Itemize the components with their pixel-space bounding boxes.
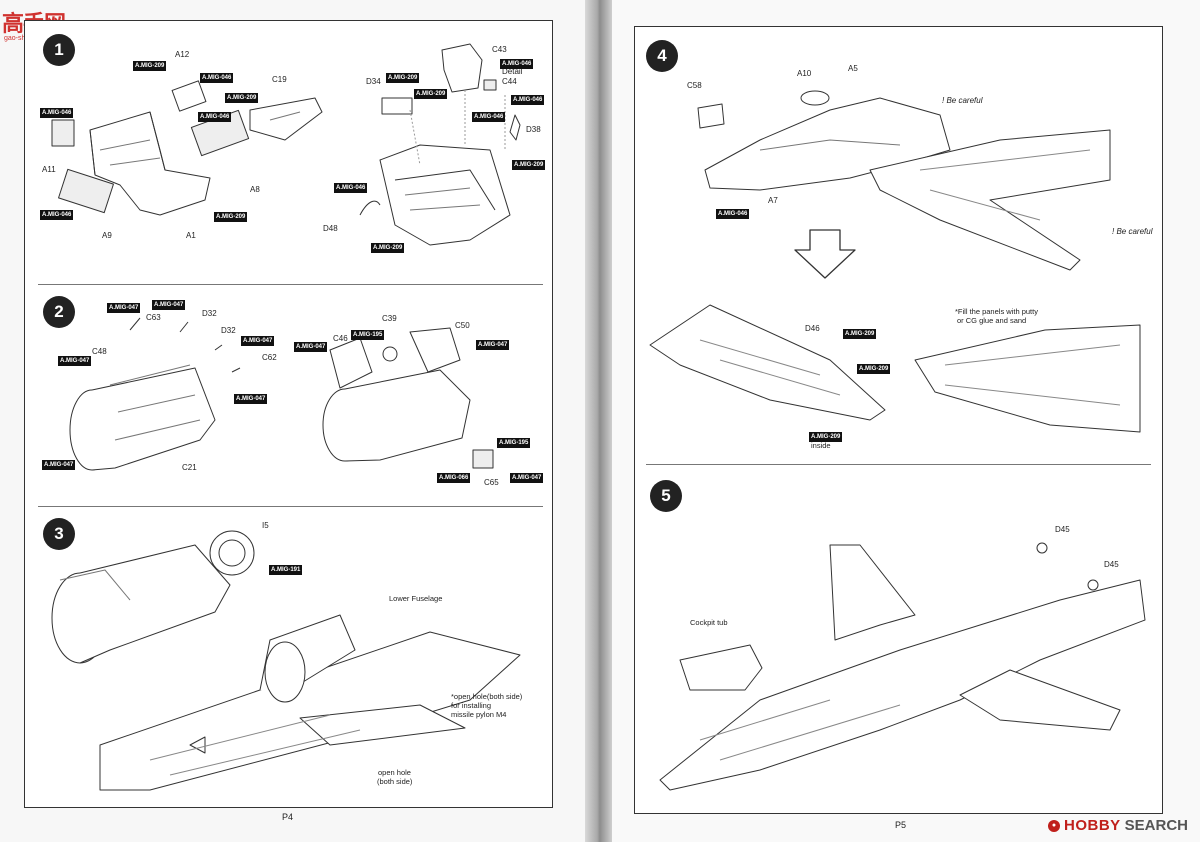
- step4-fuselage-wing-drawing: [649, 90, 1141, 433]
- paint-code-tag: A.MIG-047: [510, 473, 544, 483]
- paint-code-tag: A.MIG-047: [476, 340, 510, 350]
- paint-code-tag: A.MIG-209: [512, 160, 546, 170]
- part-label: A1: [186, 231, 196, 240]
- paint-code-tag: A.MIG-047: [241, 336, 275, 346]
- part-label: A12: [175, 50, 190, 59]
- paint-code-tag: A.MIG-047: [42, 460, 76, 470]
- assembly-note-line: for installing: [451, 701, 492, 710]
- step-number: 1: [43, 34, 75, 66]
- part-label: C63: [146, 313, 161, 322]
- paint-code-tag: A.MIG-047: [58, 356, 92, 366]
- step-number: 4: [646, 40, 678, 72]
- paint-code-tag: A.MIG-209: [857, 364, 891, 374]
- paint-code-tag: A.MIG-046: [472, 112, 506, 122]
- paint-code-tag: A.MIG-046: [500, 59, 534, 69]
- paint-code-tag: A.MIG-047: [294, 342, 328, 352]
- paint-code-tag: A.MIG-046: [716, 209, 750, 219]
- caution-note: ! Be careful: [942, 96, 983, 105]
- assembly-note-line: *open hole(both side): [451, 692, 523, 701]
- part-label: C19: [272, 75, 287, 84]
- part-label: C21: [182, 463, 197, 472]
- part-label: D32: [221, 326, 236, 335]
- part-label: C65: [484, 478, 499, 487]
- paint-code-tag: A.MIG-195: [351, 330, 385, 340]
- paint-code-tag: A.MIG-047: [152, 300, 186, 310]
- step1-cockpit-detail-drawing: [359, 43, 521, 246]
- part-label: A11: [42, 165, 56, 174]
- part-label: A5: [848, 64, 858, 73]
- part-label: D45: [1104, 560, 1119, 569]
- step-divider: [646, 464, 1151, 465]
- watermark-logo-icon: ●: [1047, 819, 1060, 832]
- step1-cockpit-tub-drawing: [51, 80, 323, 216]
- part-label: C48: [92, 347, 107, 356]
- putty-note-line: or CG glue and sand: [957, 316, 1027, 325]
- part-label: A8: [250, 185, 260, 194]
- paint-code-tag: A.MIG-046: [334, 183, 368, 193]
- part-label: D48: [323, 224, 338, 233]
- page-number-left: P4: [282, 812, 294, 822]
- paint-code-tag: A.MIG-209: [371, 243, 405, 253]
- part-label: D32: [202, 309, 217, 318]
- part-label: C62: [262, 353, 277, 362]
- step2-intake-trunk-left-drawing: [69, 317, 241, 471]
- part-label: C43: [492, 45, 507, 54]
- paint-code-tag: A.MIG-195: [497, 438, 531, 448]
- paint-code-tag: A.MIG-191: [269, 565, 303, 575]
- step-number: 3: [43, 518, 75, 550]
- part-label: D45: [1055, 525, 1070, 534]
- step-divider: [38, 506, 543, 507]
- paint-code-tag: A.MIG-046: [40, 108, 74, 118]
- part-label: C39: [382, 314, 397, 323]
- part-label: C50: [455, 321, 470, 330]
- part-label: C44: [502, 77, 517, 86]
- paint-code-tag: A.MIG-209: [809, 432, 843, 442]
- paint-code-tag: A.MIG-209: [843, 329, 877, 339]
- inside-note: inside: [811, 441, 831, 450]
- paint-code-tag: A.MIG-209: [133, 61, 167, 71]
- part-label: C46: [333, 334, 348, 343]
- paint-code-tag: A.MIG-046: [198, 112, 232, 122]
- caution-note: ! Be careful: [1112, 227, 1153, 236]
- paint-code-tag: A.MIG-046: [511, 95, 545, 105]
- watermark-suffix: SEARCH: [1124, 817, 1188, 834]
- part-label: D38: [526, 125, 541, 134]
- book-spine: [585, 0, 612, 842]
- paint-code-tag: A.MIG-209: [414, 89, 448, 99]
- part-label: A9: [102, 231, 112, 240]
- paint-code-tag: A.MIG-209: [214, 212, 248, 222]
- paint-code-tag: A.MIG-209: [386, 73, 420, 83]
- part-label: C58: [687, 81, 702, 90]
- step3-fuselage-drawing: [51, 530, 521, 791]
- cockpit-tub-label: Cockpit tub: [690, 618, 728, 627]
- putty-note-line: *Fill the panels with putty: [955, 307, 1038, 316]
- assembly-note-line: open hole: [378, 768, 411, 777]
- assembly-note-line: (both side): [377, 777, 413, 786]
- step5-assembled-fuselage-drawing: [659, 542, 1146, 791]
- paint-code-tag: A.MIG-209: [225, 93, 259, 103]
- part-label: A10: [797, 69, 812, 78]
- step-number: 5: [650, 480, 682, 512]
- part-label: D34: [366, 77, 381, 86]
- step-number: 2: [43, 296, 75, 328]
- part-label: A7: [768, 196, 778, 205]
- part-label: D46: [805, 324, 820, 333]
- lower-fuselage-label: Lower Fuselage: [389, 594, 443, 603]
- page-number-right: P5: [895, 820, 907, 830]
- step2-intake-trunk-right-drawing: [322, 327, 494, 469]
- paint-code-tag: A.MIG-046: [200, 73, 234, 83]
- assembly-note-line: missile pylon M4: [451, 710, 507, 719]
- paint-code-tag: A.MIG-047: [234, 394, 268, 404]
- step-divider: [38, 284, 543, 285]
- paint-code-tag: A.MIG-066: [437, 473, 471, 483]
- paint-code-tag: A.MIG-047: [107, 303, 141, 313]
- hobby-search-watermark[interactable]: ● HOBBY SEARCH: [1047, 817, 1188, 834]
- detail-label: Detail: [502, 67, 523, 76]
- paint-code-tag: A.MIG-046: [40, 210, 74, 220]
- watermark-brand: HOBBY: [1063, 817, 1121, 834]
- part-label: I5: [262, 521, 269, 530]
